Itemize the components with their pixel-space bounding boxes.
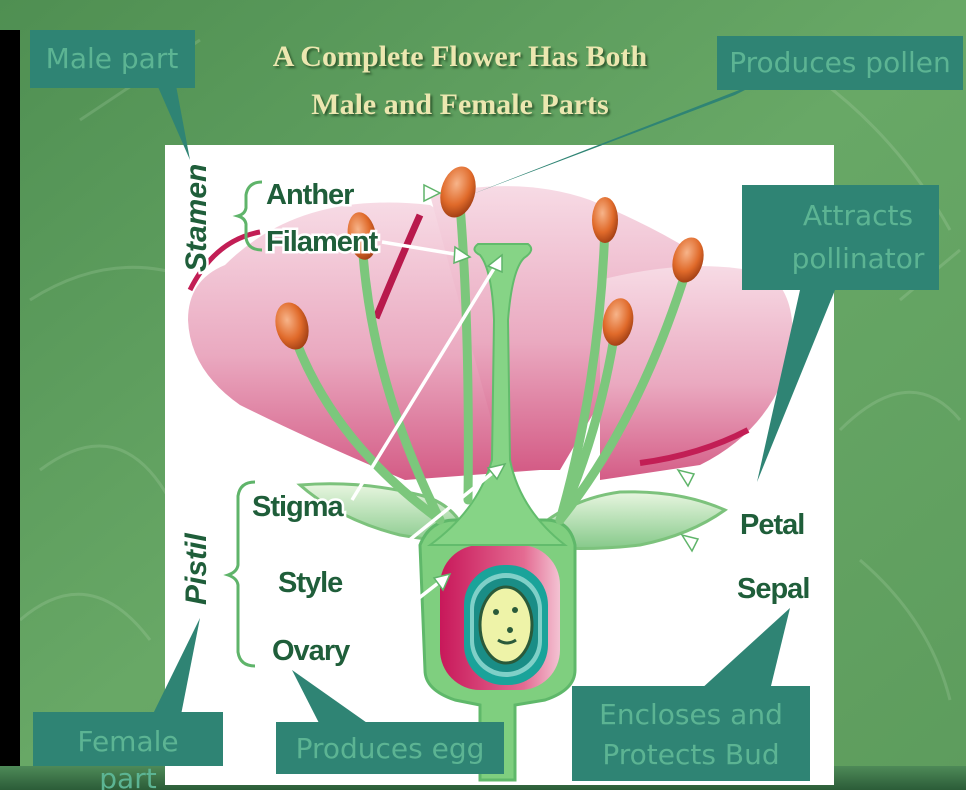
attracts-line2-text: pollinator (792, 242, 925, 275)
style-label: Style (278, 567, 343, 599)
stigma-label: Stigma (252, 491, 345, 523)
ovary-label: Ovary (272, 635, 350, 667)
female-line1-text: Female (77, 725, 178, 758)
sepal-label: Sepal (737, 573, 809, 605)
encloses-line2-text: Protects Bud (602, 738, 779, 771)
anther-label: Anther (266, 179, 354, 211)
title-line-1: A Complete Flower Has Both (200, 40, 720, 74)
title-line-2: Male and Female Parts (200, 88, 720, 122)
pistil-label: Pistil (180, 533, 213, 605)
petal-label: Petal (740, 509, 804, 541)
stamen-label: Stamen (180, 164, 213, 272)
filament-label: Filament (266, 226, 379, 258)
left-border (0, 30, 20, 790)
female-line2-text: part (99, 762, 156, 790)
attracts-line1-text: Attracts (803, 199, 913, 232)
produces-pollen-text: Produces pollen (729, 46, 950, 79)
ovary (440, 545, 560, 690)
male-part-text: Male part (46, 42, 179, 75)
produces-egg-text: Produces egg (296, 732, 485, 765)
encloses-line1-text: Encloses and (599, 698, 783, 731)
